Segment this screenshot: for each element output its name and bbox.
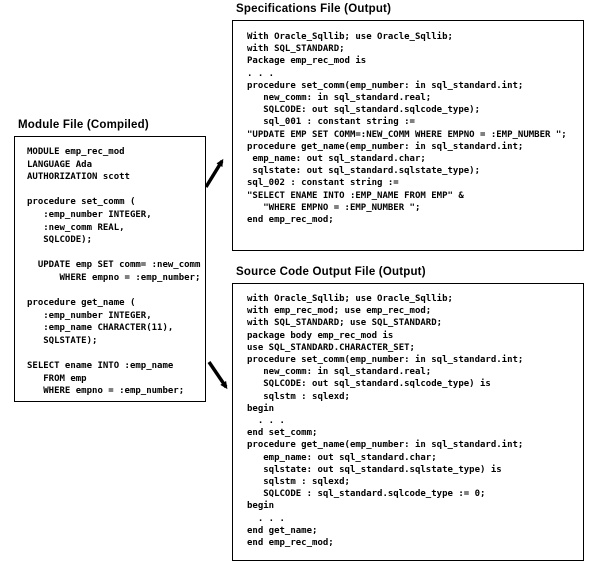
spec-file-group: Specifications File (Output) With Oracle… <box>232 3 584 251</box>
module-file-title: Module File (Compiled) <box>18 119 149 131</box>
module-file-group: Module File (Compiled) MODULE emp_rec_mo… <box>14 119 206 402</box>
source-file-code: with Oracle_Sqllib; use Oracle_Sqllib; w… <box>232 283 584 561</box>
source-file-title: Source Code Output File (Output) <box>236 266 426 278</box>
source-file-group: Source Code Output File (Output) with Or… <box>232 266 584 561</box>
spec-file-code: With Oracle_Sqllib; use Oracle_Sqllib; w… <box>232 20 584 251</box>
arrow-to-source-file-icon <box>207 361 228 390</box>
spec-file-title: Specifications File (Output) <box>236 3 392 15</box>
module-file-code: MODULE emp_rec_mod LANGUAGE Ada AUTHORIZ… <box>14 136 206 402</box>
arrow-to-spec-file-icon <box>204 158 224 188</box>
